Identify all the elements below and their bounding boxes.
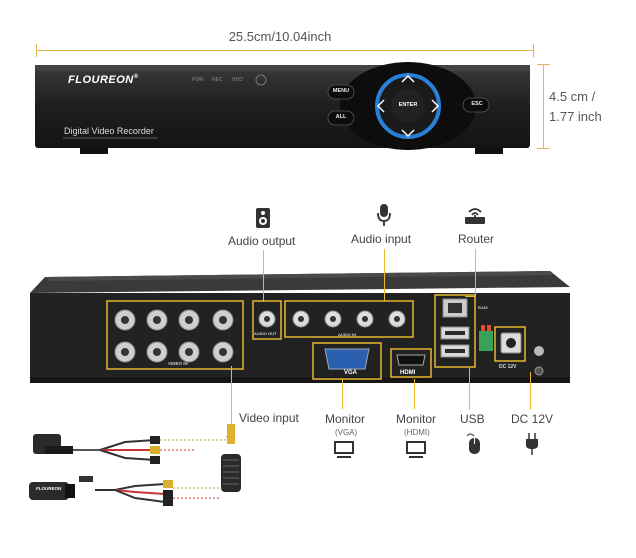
audio-input-line <box>384 249 385 301</box>
height-dim-tick-top <box>537 64 550 65</box>
indicator-pwr: PWR <box>192 77 204 83</box>
width-dimension-line <box>36 50 534 51</box>
dc-callout: DC 12V <box>511 412 554 426</box>
speaker-icon <box>256 208 270 228</box>
audio-output-callout: Audio output <box>228 234 296 248</box>
monitor-icon <box>406 441 426 458</box>
audio-in-label: AUDIO IN <box>338 332 356 337</box>
esc-button[interactable]: ESC <box>471 101 483 107</box>
power-port-label: DC 12V <box>499 364 517 370</box>
camera-cable-assembly <box>29 424 241 506</box>
router-line-v <box>475 249 476 297</box>
monitor-hdmi-sub: (HDMI) <box>404 428 430 437</box>
usb-callout: USB <box>460 412 485 426</box>
width-dim-tick-left <box>36 44 37 57</box>
monitor-vga-sub: (VGA) <box>335 428 358 437</box>
router-icon <box>465 208 485 224</box>
enter-button[interactable]: ENTER <box>398 102 418 108</box>
router-line-h <box>465 296 476 297</box>
all-button[interactable]: ALL <box>335 114 347 120</box>
height-dimension-line <box>543 64 544 148</box>
vga-port-label: VGA <box>344 370 358 376</box>
width-dimension-label: 25.5cm/10.04inch <box>228 29 332 44</box>
monitor-vga-callout: Monitor <box>325 412 366 426</box>
router-callout: Router <box>458 232 495 246</box>
height-dimension-inch: 1.77 inch <box>549 109 602 124</box>
vga-line <box>342 379 343 409</box>
dvr-front-panel <box>35 62 530 154</box>
audio-input-callout: Audio input <box>351 232 412 246</box>
audio-output-line <box>263 250 264 302</box>
dvr-rear-panel <box>30 271 570 383</box>
camera-brand-label: FLOUREON <box>36 486 62 491</box>
height-dimension-cm: 4.5 cm / <box>549 89 596 104</box>
dc-line <box>530 372 531 410</box>
indicator-hdd: HDD <box>232 77 243 83</box>
microphone-icon <box>377 204 391 226</box>
hdmi-line <box>414 379 415 409</box>
height-dim-tick-bottom <box>537 148 550 149</box>
usb-line <box>469 368 470 410</box>
width-dim-tick-right <box>533 44 534 57</box>
indicator-rec: REC <box>212 77 223 83</box>
rj45-label: RJ45 <box>478 305 488 310</box>
menu-button[interactable]: MENU <box>332 88 350 94</box>
hdmi-port-label: HDMI <box>400 370 416 376</box>
monitor-icon <box>334 441 354 458</box>
mouse-icon <box>466 433 480 454</box>
front-brand-logo: FLOUREON® <box>68 74 139 86</box>
front-model-label: Digital Video Recorder <box>64 126 154 136</box>
video-in-label: VIDEO IN <box>168 361 188 366</box>
video-input-callout: Video input <box>239 411 299 425</box>
power-plug-icon <box>526 433 538 455</box>
audio-out-label: AUDIO OUT <box>254 331 277 336</box>
monitor-hdmi-callout: Monitor <box>396 412 437 426</box>
video-input-line-v <box>231 366 232 426</box>
